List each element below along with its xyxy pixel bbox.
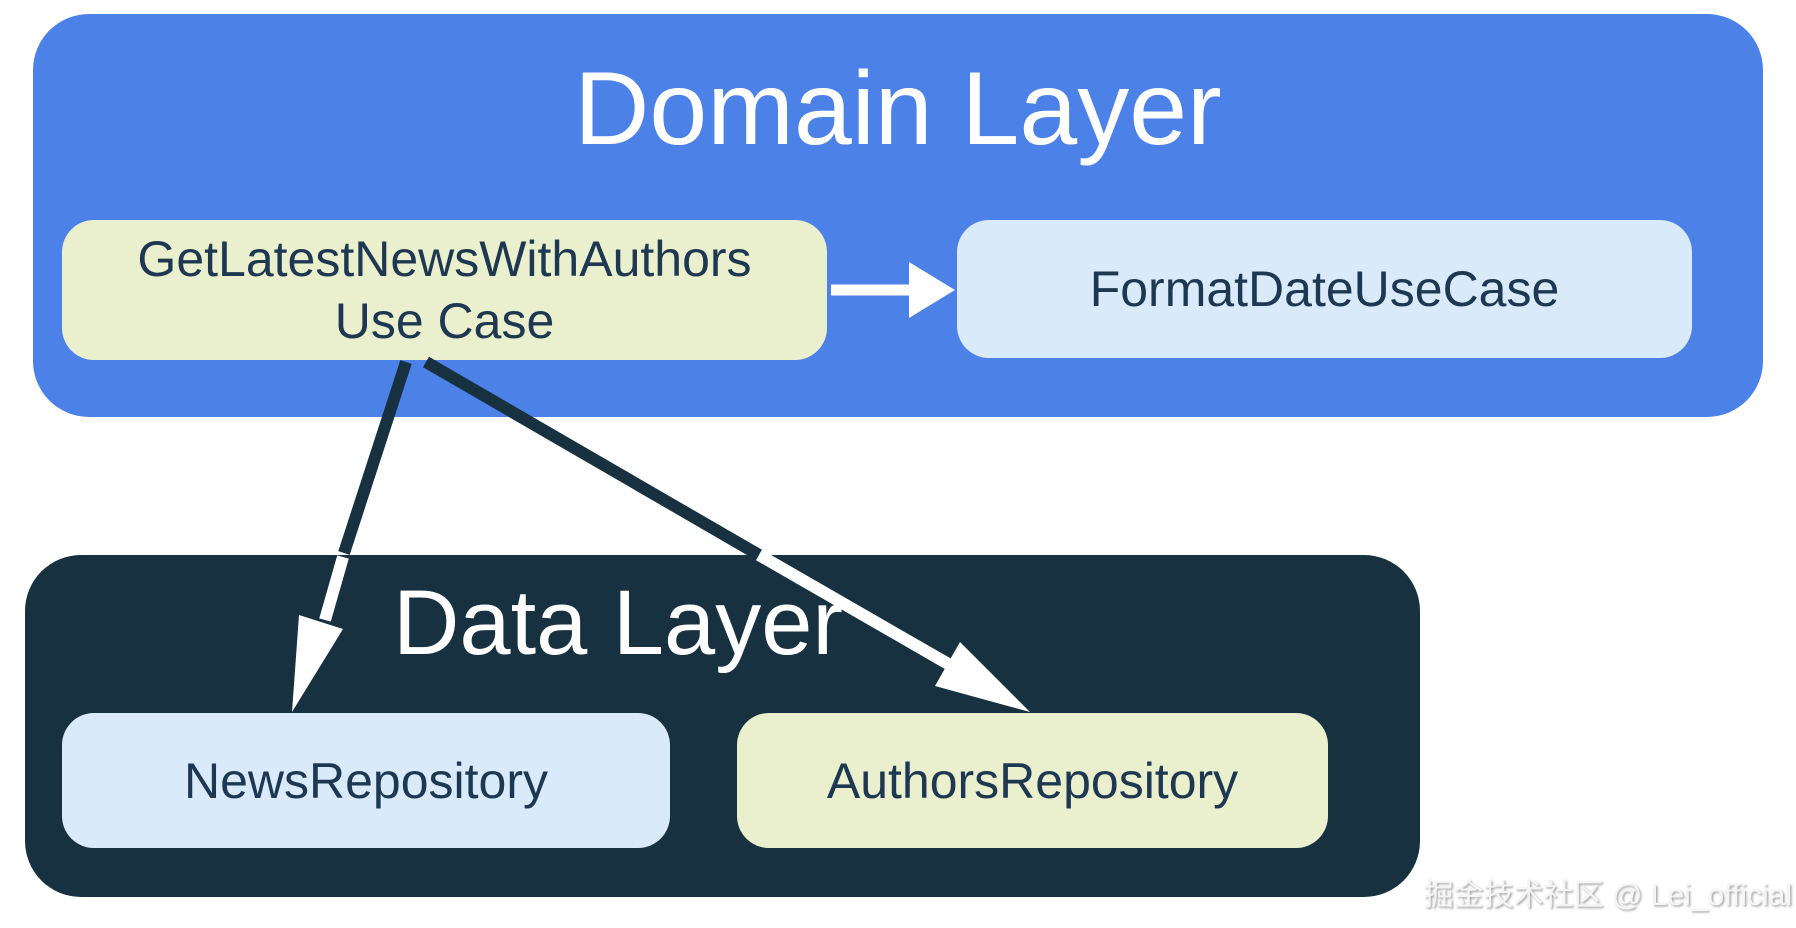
news-repository-box: NewsRepository [62,713,670,848]
news-repository-label: NewsRepository [183,752,548,809]
format-date-use-case-label: FormatDateUseCase [1089,261,1560,317]
format-date-use-case-box: FormatDateUseCase [957,220,1692,358]
domain-layer-title: Domain Layer [574,51,1222,167]
use-case-box-label-line1: GetLatestNewsWithAuthors [137,231,752,287]
data-layer-title: Data Layer [392,572,844,674]
domain-layer-container: Domain Layer GetLatestNewsWithAuthors Us… [33,14,1763,417]
use-case-box-label-line2: Use Case [334,293,555,349]
get-latest-news-with-authors-use-case-box: GetLatestNewsWithAuthors Use Case [62,220,827,360]
authors-repository-label: AuthorsRepository [826,752,1239,809]
watermark-text: 掘金技术社区 @ Lei_official [1423,879,1792,912]
data-layer-container: Data Layer NewsRepository AuthorsReposit… [25,555,1420,897]
authors-repository-box: AuthorsRepository [737,713,1328,848]
